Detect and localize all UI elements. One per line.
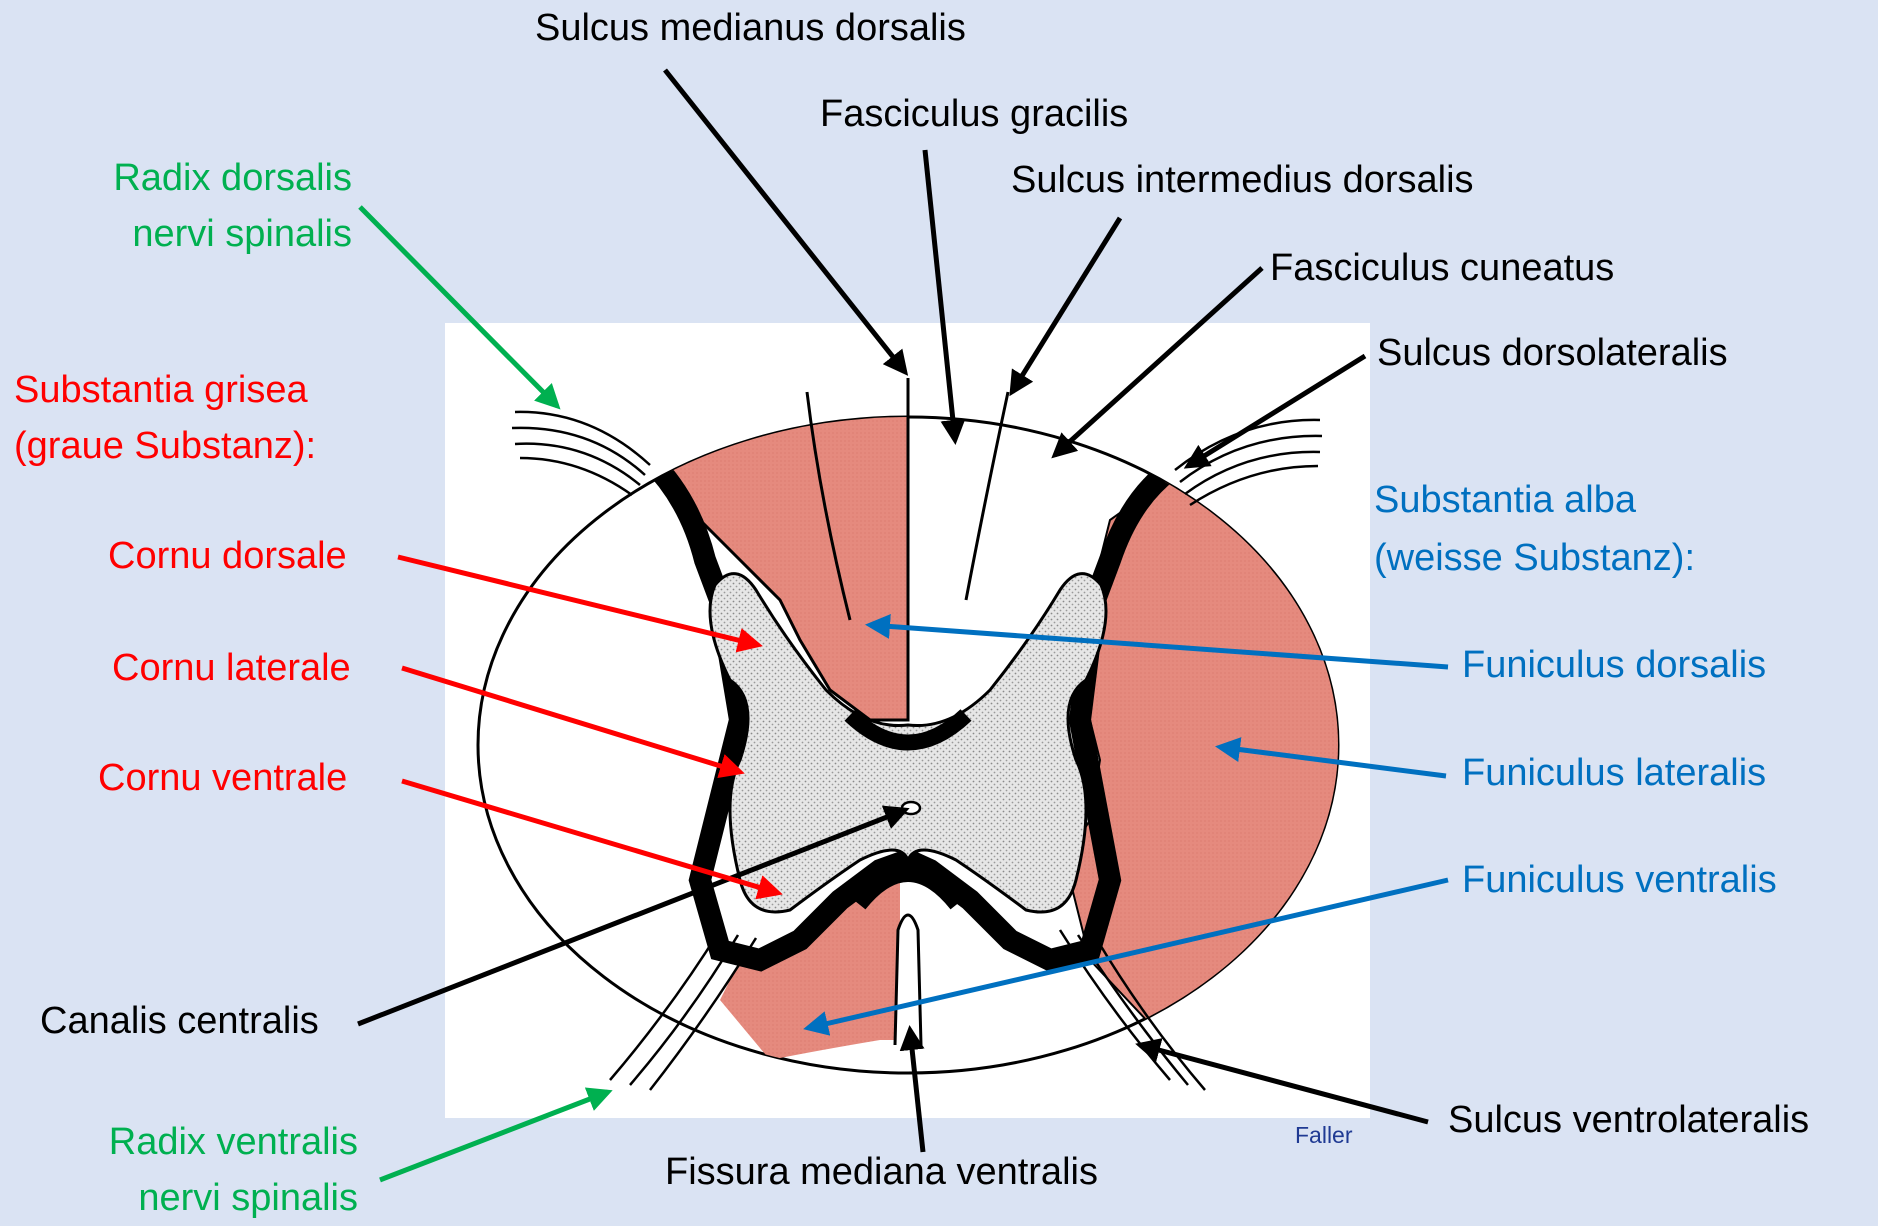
label-funiculus-ventralis: Funiculus ventralis: [1462, 852, 1777, 908]
label-sulcus-intermedius-dorsalis: Sulcus intermedius dorsalis: [1011, 152, 1474, 208]
label-substantia-alba-line2: (weisse Substanz):: [1374, 530, 1695, 586]
label-fasciculus-gracilis: Fasciculus gracilis: [820, 86, 1128, 142]
label-radix-ventralis: Radix ventralis nervi spinalis: [40, 1114, 358, 1226]
label-canalis-centralis: Canalis centralis: [40, 993, 319, 1049]
label-substantia-grisea-line1: Substantia grisea: [14, 362, 308, 418]
radix-ventralis-line2: nervi spinalis: [40, 1170, 358, 1226]
ventral-fissure: [895, 915, 921, 1045]
label-cornu-laterale: Cornu laterale: [112, 640, 351, 696]
label-fissura-mediana-ventralis: Fissura mediana ventralis: [665, 1144, 1098, 1200]
label-substantia-alba-line1: Substantia alba: [1374, 472, 1636, 528]
radix-dorsalis-line1: Radix dorsalis: [40, 150, 352, 206]
label-sulcus-ventrolateralis: Sulcus ventrolateralis: [1448, 1092, 1809, 1148]
radix-dorsalis-line2: nervi spinalis: [40, 206, 352, 262]
radix-ventralis-line1: Radix ventralis: [40, 1114, 358, 1170]
label-substantia-grisea-line2: (graue Substanz):: [14, 418, 316, 474]
label-credit: Faller: [1295, 1120, 1353, 1150]
label-cornu-dorsale: Cornu dorsale: [108, 528, 347, 584]
label-funiculus-dorsalis: Funiculus dorsalis: [1462, 637, 1766, 693]
label-funiculus-lateralis: Funiculus lateralis: [1462, 745, 1766, 801]
label-fasciculus-cuneatus: Fasciculus cuneatus: [1270, 240, 1614, 296]
label-sulcus-dorsolateralis: Sulcus dorsolateralis: [1377, 325, 1728, 381]
label-sulcus-medianus-dorsalis: Sulcus medianus dorsalis: [535, 0, 966, 56]
label-cornu-ventrale: Cornu ventrale: [98, 750, 347, 806]
label-radix-dorsalis: Radix dorsalis nervi spinalis: [40, 150, 352, 262]
